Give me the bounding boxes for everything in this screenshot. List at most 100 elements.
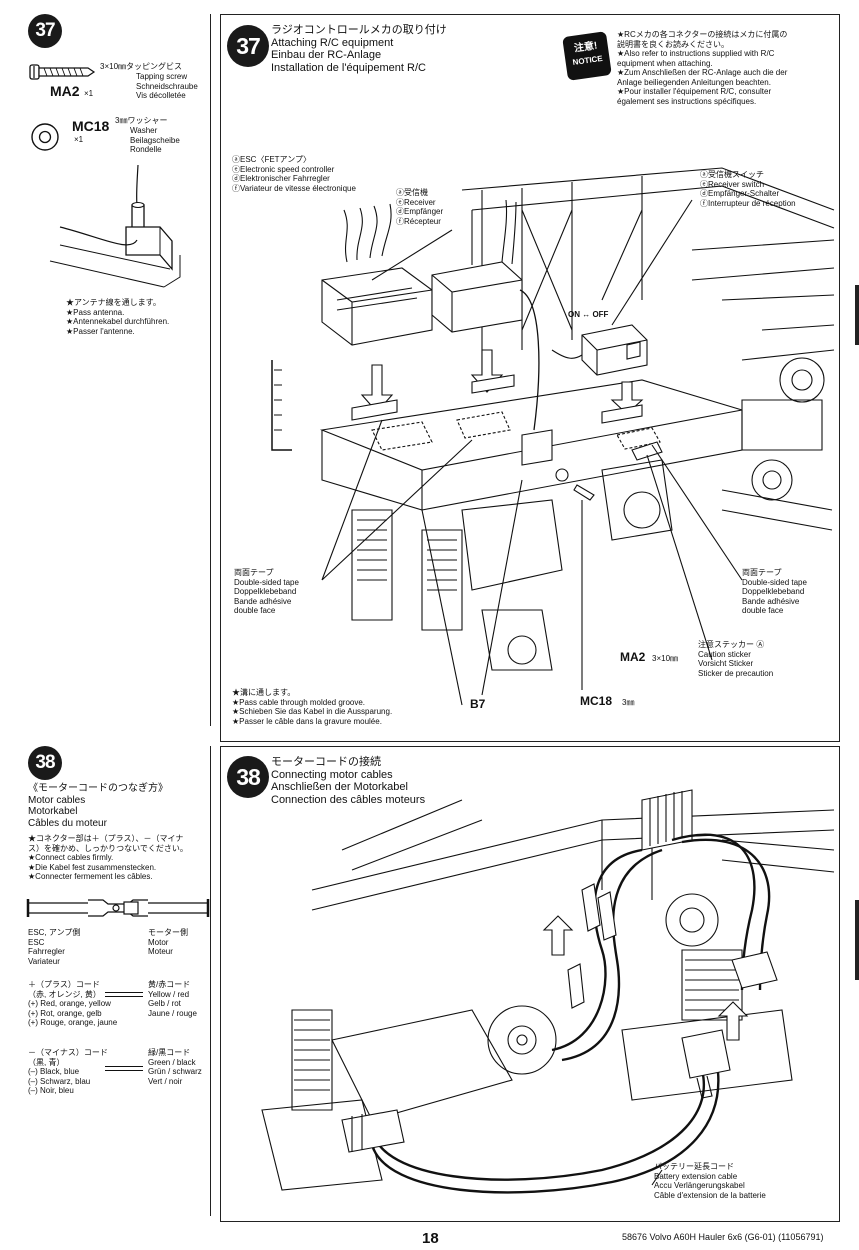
motor-side-en: Motor — [148, 937, 169, 947]
column-divider-38 — [210, 746, 211, 1216]
notice-line: Anlage beiliegenden Anleitungen beachten… — [617, 77, 771, 87]
step-37-main-number: 37 — [227, 25, 269, 67]
battery-ext-en: Battery extension cable — [654, 1171, 738, 1181]
ma2-qty: ×1 — [84, 89, 94, 98]
tape-left-fr2: double face — [234, 606, 276, 615]
ma2-callout-size: 3×10㎜ — [652, 654, 679, 663]
ma2-code: MA2 — [50, 83, 80, 99]
esc-side-ja: ESC, アンプ側 — [28, 928, 81, 937]
receiver-label: ⓐ受信機 ⓔReceiver ⓓEmpfänger ⓕRécepteur — [396, 188, 443, 226]
minus-right-line: Vert / noir — [148, 1076, 183, 1086]
switch-label-de: ⓓEmpfänger-Schalter — [700, 189, 780, 198]
double-sided-tape-left-label: 両面テープ Double-sided tape Doppelklebeband … — [234, 568, 299, 616]
step-38-title-de: Anschließen der Motorkabel — [271, 781, 408, 793]
esc-label-de: ⓓElektronischer Fahrregler — [232, 174, 330, 183]
esc-label-ja: ⓐESC〈FETアンプ〉 — [232, 155, 311, 164]
antenna-note-fr: ★Passer l'antenne. — [66, 326, 135, 336]
esc-side-en: ESC — [28, 937, 45, 947]
antenna-note-en: ★Pass antenna. — [66, 307, 125, 317]
tape-left-ja: 両面テープ — [234, 568, 274, 577]
plus-right-line: 黄/赤コード — [148, 980, 191, 989]
step-37-title-de: Einbau der RC-Anlage — [271, 49, 382, 61]
minus-cable-right-label: 緑/黒コード Green / black Grün / schwarz Vert… — [148, 1048, 202, 1086]
receiver-label-fr: ⓕRécepteur — [396, 216, 441, 226]
mc18-name-de: Beilagscheibe — [130, 135, 180, 145]
step-37-title-en: Attaching R/C equipment — [271, 36, 394, 49]
motor-cables-title-de: Motorkabel — [28, 806, 78, 817]
groove-note-en: ★Pass cable through molded groove. — [232, 697, 366, 707]
step-37-side-number: 37 — [28, 14, 62, 48]
washer-icon — [31, 123, 59, 151]
plus-right-line: Yellow / red — [148, 989, 190, 999]
minus-cable-link-line — [105, 1066, 143, 1071]
switch-label-ja: ⓐ受信機スイッチ — [700, 170, 764, 179]
motor-note-line: ス）を確かめ、しっかりつないでください。 — [28, 843, 188, 853]
mc18-names: Washer Beilagscheibe Rondelle — [130, 126, 180, 155]
tape-right-fr: Bande adhésive — [742, 596, 800, 606]
antenna-note-de: ★Antennekabel durchführen. — [66, 317, 170, 326]
motor-cables-notes: ★コネクター部は＋（プラス）、－（マイナ ス）を確かめ、しっかりつないでください… — [28, 834, 188, 882]
receiver-label-ja: ⓐ受信機 — [396, 188, 428, 197]
step-38-main-number: 38 — [227, 756, 269, 798]
tape-right-ja: 両面テープ — [742, 568, 782, 577]
groove-note-de: ★Schieben Sie das Kabel in die Aussparun… — [232, 707, 393, 716]
ma2-name-fr: Vis décolletée — [136, 91, 186, 100]
minus-left-line: (–) Schwarz, blau — [28, 1076, 91, 1086]
esc-side-de: Fahrregler — [28, 947, 65, 956]
step-38-title-en: Connecting motor cables — [271, 768, 393, 781]
mc18-size-label: 3㎜ワッシャー — [115, 116, 168, 125]
minus-left-line: （黒, 青） — [28, 1057, 65, 1067]
plus-right-line: Gelb / rot — [148, 999, 181, 1008]
groove-note-fr: ★Passer le câble dans la gravure moulée. — [232, 716, 382, 726]
groove-note-ja: ★溝に通します。 — [232, 688, 296, 697]
b7-callout: B7 — [470, 697, 486, 711]
minus-right-line: 緑/黒コード — [148, 1048, 191, 1057]
tapping-screw-icon — [29, 64, 96, 80]
notice-line: également ses instructions spécifiques. — [617, 96, 757, 106]
switch-label-fr: ⓕInterrupteur de réception — [700, 198, 796, 208]
column-divider-37 — [210, 14, 211, 726]
mc18-name-fr: Rondelle — [130, 145, 162, 154]
plus-left-line: (+) Rouge, orange, jaune — [28, 1018, 118, 1027]
step-38-side-number: 38 — [28, 746, 62, 780]
plus-cable-right-label: 黄/赤コード Yellow / red Gelb / rot Jaune / r… — [148, 980, 197, 1018]
ma2-name-en: Tapping screw — [136, 72, 188, 81]
connector-joint-diagram — [26, 899, 210, 917]
rc-installation-illustration — [271, 167, 835, 706]
mc18-name-en: Washer — [130, 126, 158, 135]
model-code: 58676 Volvo A60H Hauler 6x6 (G6-01) (110… — [622, 1232, 824, 1242]
receiver-switch-label: ⓐ受信機スイッチ ⓔReceiver switch ⓓEmpfänger-Sch… — [700, 170, 796, 208]
antenna-guide-illustration — [49, 164, 181, 288]
notice-badge: 注意! NOTICE — [562, 31, 612, 81]
esc-side-fr: Variateur — [28, 956, 60, 966]
minus-right-line: Green / black — [148, 1057, 196, 1067]
plus-left-line: (+) Red, orange, yellow — [28, 999, 111, 1008]
antenna-note-ja: ★アンテナ線を通します。 — [66, 298, 161, 307]
margin-mark — [855, 900, 859, 980]
motor-cables-title: 《モーターコードのつなぎ方》 Motor cables Motorkabel C… — [28, 783, 168, 829]
step-37-main-panel — [220, 14, 840, 742]
step-37-title-ja: ラジオコントロールメカの取り付け — [271, 24, 447, 36]
caution-sticker-en: Caution sticker — [698, 649, 751, 659]
battery-ext-fr: Câble d'extension de la batterie — [654, 1190, 766, 1200]
tape-right-de: Doppelklebeband — [742, 587, 805, 596]
minus-left-line: －（マイナス）コード — [28, 1048, 108, 1057]
ma2-names: Tapping screw Schneidschraube Vis décoll… — [136, 72, 198, 101]
caution-sticker-ja: 注意ステッカー Ⓐ — [698, 640, 765, 649]
groove-note: ★溝に通します。 ★Pass cable through molded groo… — [232, 688, 392, 726]
plus-cable-link-line — [105, 992, 143, 997]
motor-cables-title-fr: Câbles du moteur — [28, 817, 107, 829]
switch-on-off-label: ON ↔ OFF — [568, 310, 609, 319]
ma2-size-label: 3×10㎜タッピングビス — [100, 62, 183, 71]
motor-cables-title-ja: 《モーターコードのつなぎ方》 — [28, 783, 168, 794]
motor-side-label: モーター側 Motor Moteur — [148, 928, 188, 957]
minus-left-line: (–) Noir, bleu — [28, 1086, 74, 1095]
page-number: 18 — [422, 1230, 439, 1247]
step-38-title-ja: モーターコードの接続 — [271, 756, 381, 768]
caution-sticker-de: Vorsicht Sticker — [698, 659, 754, 668]
motor-note-line: ★Connecter fermement les câbles. — [28, 872, 153, 881]
tape-right-en: Double-sided tape — [742, 577, 807, 587]
notice-line: ★RCメカの各コネクターの接続はメカに付属の — [617, 30, 788, 39]
minus-right-line: Grün / schwarz — [148, 1067, 202, 1076]
battery-ext-ja: バッテリー延長コード — [654, 1162, 734, 1171]
